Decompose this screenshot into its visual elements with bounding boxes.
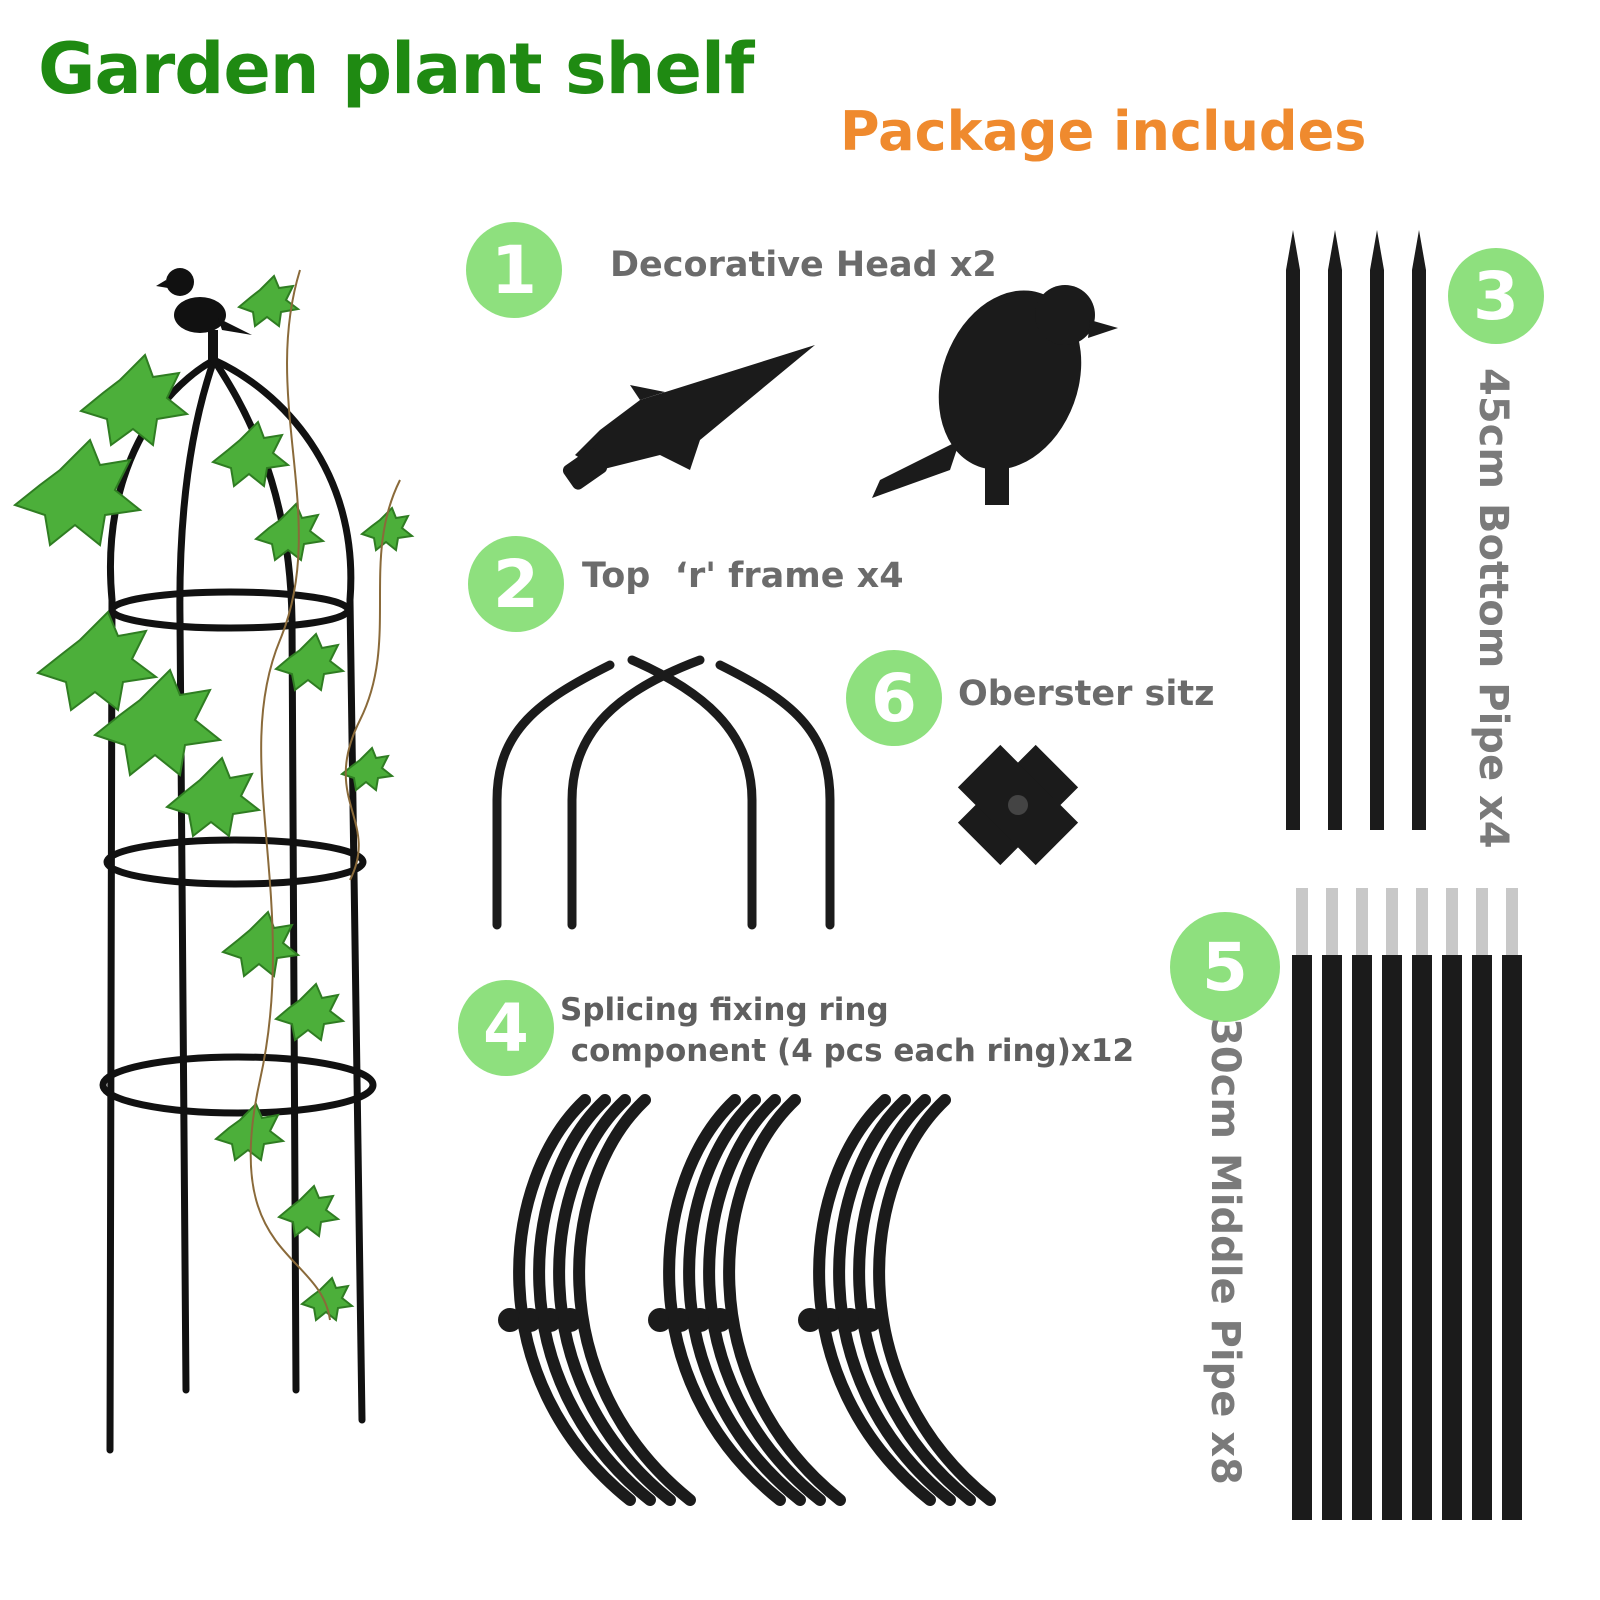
item-2-badge: 2 — [468, 536, 564, 632]
ivy-vines — [249, 269, 401, 1321]
item-2-label: Top ‘r' frame x4 — [582, 556, 904, 596]
top-r-frames — [492, 655, 835, 930]
item-1-badge: 1 — [466, 222, 562, 318]
item-1-label: Decorative Head x2 — [610, 245, 997, 285]
item-3-label: 45cm Bottom Pipe x4 — [1470, 368, 1516, 849]
item-4-label-line1: Splicing fixing ring — [560, 992, 889, 1028]
package-includes-heading: Package includes — [840, 100, 1367, 163]
item-6-badge: 6 — [846, 650, 942, 746]
item-4-badge: 4 — [458, 980, 554, 1076]
spear-head — [562, 345, 815, 490]
item-3-badge: 3 — [1448, 248, 1544, 344]
bottom-pipes — [1286, 230, 1426, 830]
item-4-label-line2: component (4 pcs each ring)x12 — [560, 1033, 1135, 1069]
ring-components — [513, 1094, 996, 1506]
page-title: Garden plant shelf — [38, 28, 754, 110]
item-5-label: 30cm Middle Pipe x8 — [1202, 1018, 1248, 1485]
ring-joints — [498, 1308, 882, 1332]
item-6-label: Oberster sitz — [958, 674, 1215, 714]
middle-pipes — [1292, 888, 1522, 1520]
bird-head — [872, 285, 1118, 505]
trellis-bird-topper — [156, 268, 252, 360]
top-connector — [957, 744, 1079, 866]
item-5-badge: 5 — [1170, 912, 1280, 1022]
ivy-leaves — [12, 274, 415, 1322]
